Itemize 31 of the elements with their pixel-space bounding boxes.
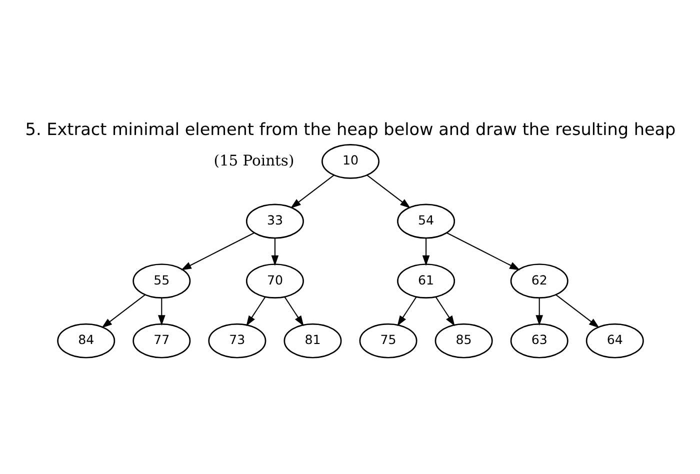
arrow bbox=[246, 296, 266, 326]
node-ellipse: 77 bbox=[132, 322, 190, 358]
arrow bbox=[270, 238, 278, 266]
label: (15 Points) bbox=[213, 152, 294, 169]
arrow bbox=[535, 297, 543, 326]
arrow bbox=[434, 296, 454, 326]
node-ellipse: 10 bbox=[321, 143, 379, 178]
arrow bbox=[422, 238, 430, 266]
node-ellipse: 64 bbox=[585, 322, 644, 358]
arrow bbox=[446, 232, 520, 270]
arrow bbox=[366, 174, 410, 208]
node-ellipse: 62 bbox=[510, 263, 568, 298]
arrow bbox=[396, 296, 416, 326]
node-ellipse: 81 bbox=[283, 322, 342, 358]
node-ellipse: 73 bbox=[208, 322, 266, 358]
arrow bbox=[284, 296, 304, 326]
node-ellipse: 75 bbox=[358, 322, 417, 358]
node-ellipse: 33 bbox=[245, 203, 304, 238]
node-ellipse: 55 bbox=[132, 263, 190, 298]
node-ellipse: 63 bbox=[510, 322, 568, 358]
arrow bbox=[101, 294, 145, 328]
arrow bbox=[180, 232, 254, 270]
node-ellipse: 70 bbox=[245, 263, 304, 298]
node-ellipse: 85 bbox=[434, 322, 492, 358]
arrow bbox=[290, 174, 334, 208]
arrow bbox=[157, 297, 165, 326]
node-ellipse: 61 bbox=[396, 263, 455, 298]
diagram-title: 5. Extract minimal element from the heap below and draw the resulting heap bbox=[24, 118, 676, 138]
node-ellipse: 84 bbox=[56, 322, 115, 358]
arrow bbox=[555, 294, 599, 328]
node-ellipse: 54 bbox=[396, 203, 455, 238]
